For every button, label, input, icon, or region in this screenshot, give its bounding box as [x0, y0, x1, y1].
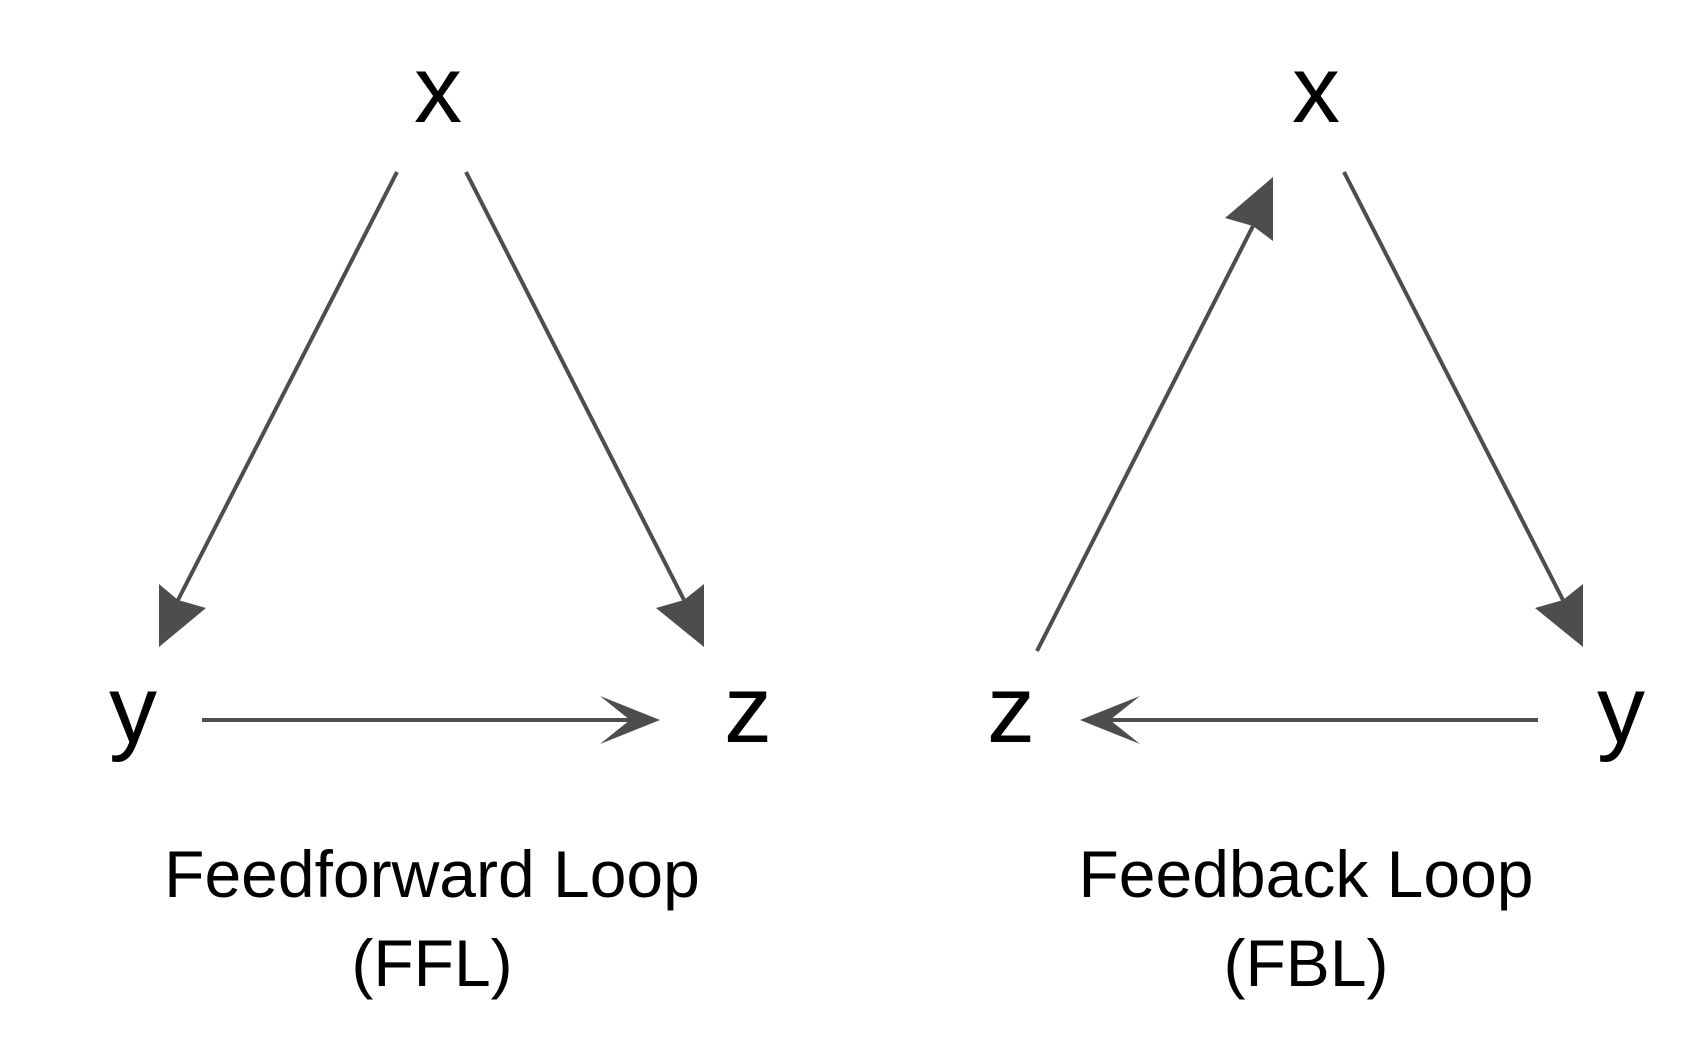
ffl-node-z: z: [724, 656, 772, 763]
fbl-edge-x-to-y-arrowhead: [1535, 584, 1583, 647]
ffl-edge-x-to-y: [159, 171, 399, 647]
fbl-edge-z-to-x-arrowhead: [1225, 177, 1273, 241]
fbl-edge-y-to-z-arrowhead: [1080, 696, 1140, 744]
fbl-diagram: x y z Feedback Loop (FBL): [987, 36, 1645, 1000]
ffl-diagram: x y z Feedforward Loop (FFL): [109, 36, 772, 1000]
ffl-edge-x-to-y-line: [176, 171, 399, 601]
ffl-edge-x-to-z: [464, 171, 704, 647]
fbl-node-y: y: [1597, 656, 1645, 763]
fbl-edge-x-to-y: [1342, 171, 1583, 647]
fbl-caption-abbrev: (FBL): [1224, 926, 1389, 1000]
ffl-edge-y-to-z-arrowhead: [600, 696, 660, 744]
ffl-node-x: x: [414, 36, 462, 143]
ffl-node-y: y: [109, 656, 157, 763]
fbl-edge-y-to-z: [1080, 696, 1538, 744]
fbl-caption-title: Feedback Loop: [1078, 837, 1533, 911]
ffl-edge-x-to-y-arrowhead: [159, 584, 206, 647]
ffl-edge-y-to-z: [202, 696, 660, 744]
fbl-edge-z-to-x: [1035, 177, 1273, 652]
fbl-node-z: z: [987, 656, 1035, 763]
fbl-edge-z-to-x-line: [1035, 225, 1255, 652]
ffl-edge-x-to-z-arrowhead: [656, 584, 704, 647]
ffl-caption-title: Feedforward Loop: [164, 837, 700, 911]
ffl-edge-x-to-z-line: [464, 171, 686, 601]
fbl-edge-x-to-y-line: [1342, 171, 1565, 601]
ffl-caption-abbrev: (FFL): [351, 926, 512, 1000]
fbl-node-x: x: [1292, 36, 1340, 143]
